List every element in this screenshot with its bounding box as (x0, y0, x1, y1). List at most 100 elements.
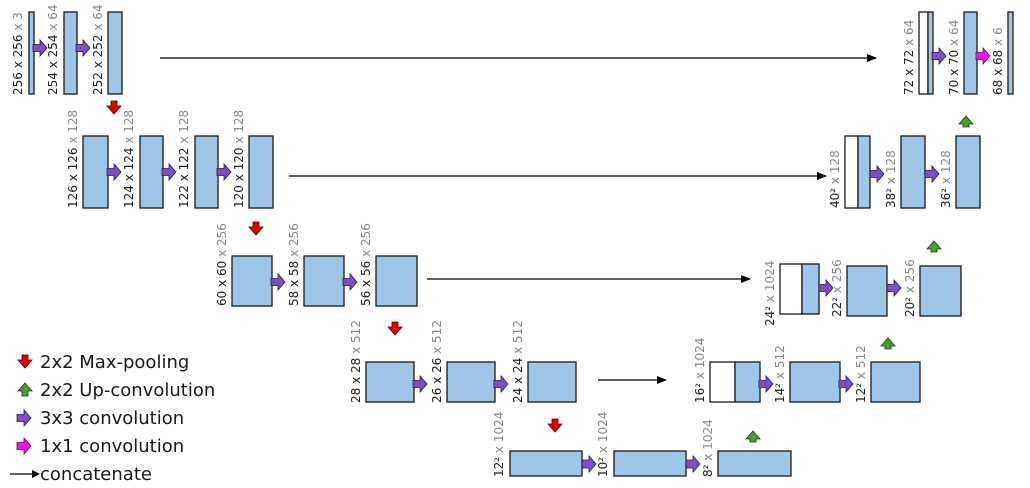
up-convolution-arrow-icon (745, 430, 761, 443)
feature-map-block (955, 135, 981, 209)
feature-map-label: 12² x 512 (854, 345, 868, 403)
feature-map-block (63, 11, 78, 95)
feature-map-label: 56 x 56 x 256 (359, 223, 373, 306)
feature-map-block (107, 11, 123, 95)
feature-map-block (857, 135, 871, 209)
feature-map-label: 22² x 256 (830, 259, 844, 317)
conv3x3-arrow-icon (161, 162, 177, 182)
feature-map-label: 40² x 128 (828, 150, 842, 208)
conv3x3-arrow-icon (924, 164, 940, 184)
conv3x3-arrow-icon (685, 454, 701, 474)
legend-item: 1x1 convolution (10, 432, 215, 460)
feature-map-block (28, 11, 35, 95)
feature-map-block (717, 450, 792, 477)
feature-map-block (139, 135, 164, 209)
conv3x3-arrow-icon (493, 374, 509, 394)
conv1x1-arrow-icon (975, 46, 991, 66)
feature-map-label: 256 x 256 x 3 (11, 12, 25, 95)
legend-item: 3x3 convolution (10, 404, 215, 432)
feature-map-block (734, 361, 761, 403)
conv3x3-arrow-icon (869, 164, 885, 184)
conv3x3-arrow-icon (75, 38, 91, 58)
feature-map-block (446, 361, 496, 403)
feature-map-label: 10² x 1024 (596, 412, 610, 477)
conv3x3-arrow-icon (931, 46, 947, 66)
legend-label: 3x3 convolution (40, 407, 185, 429)
feature-map-block (194, 135, 219, 209)
feature-map-block (846, 265, 888, 317)
copied-feature-map-block (709, 361, 736, 403)
feature-map-label: 126 x 126 x 128 (66, 110, 80, 208)
feature-map-label: 24² x 1024 (763, 261, 777, 326)
max-pooling-arrow-icon (248, 221, 264, 236)
max-pooling-arrow-icon (387, 321, 403, 336)
feature-map-block (870, 361, 921, 403)
conv3x3-arrow-icon (32, 38, 48, 58)
feature-map-label: 36² x 128 (939, 150, 953, 208)
feature-map-block (919, 265, 962, 317)
feature-map-label: 16² x 1024 (693, 338, 707, 403)
conv3x3-arrow-icon (758, 374, 774, 394)
legend-label: 2x2 Max-pooling (40, 351, 190, 373)
conv3x3-arrow-icon (886, 278, 902, 298)
feature-map-block (527, 361, 577, 403)
copied-feature-map-block (779, 263, 803, 315)
feature-map-label: 72 x 72 x 64 (902, 20, 916, 95)
conv3x3-arrow-icon (216, 162, 232, 182)
legend-label: 1x1 convolution (40, 435, 185, 457)
copied-feature-map-block (844, 135, 859, 209)
feature-map-label: 26 x 26 x 512 (430, 320, 444, 403)
legend-item: 2x2 Up-convolution (10, 376, 215, 404)
red-down-arrow-icon (17, 354, 33, 369)
feature-map-block (613, 450, 687, 477)
legend: 2x2 Max-pooling 2x2 Up-convolution 3x3 c… (10, 348, 215, 488)
purple-right-arrow-icon (16, 408, 32, 428)
feature-map-label: 254 x 254 x 64 (46, 4, 60, 95)
feature-map-block (82, 135, 109, 209)
feature-map-block (365, 361, 415, 403)
feature-map-label: 28 x 28 x 512 (349, 320, 363, 403)
feature-map-label: 8² x 1024 (701, 419, 715, 477)
legend-label: 2x2 Up-convolution (40, 379, 216, 401)
feature-map-block (509, 450, 583, 477)
feature-map-label: 122 x 122 x 128 (177, 110, 191, 208)
feature-map-label: 60 x 60 x 256 (215, 223, 229, 306)
feature-map-label: 252 x 252 x 64 (91, 4, 105, 95)
copied-feature-map-block (918, 11, 929, 95)
feature-map-block (248, 135, 274, 209)
feature-map-label: 12² x 1024 (492, 412, 506, 477)
magenta-right-arrow-icon (16, 436, 32, 456)
legend-label: concatenate (40, 463, 152, 485)
feature-map-block (231, 255, 273, 307)
legend-item: concatenate (10, 460, 215, 488)
feature-map-block (900, 135, 926, 209)
feature-map-label: 70 x 70 x 64 (947, 20, 961, 95)
conv3x3-arrow-icon (581, 454, 597, 474)
feature-map-label: 58 x 58 x 256 (287, 223, 301, 306)
legend-item: 2x2 Max-pooling (10, 348, 215, 376)
conv3x3-arrow-icon (342, 272, 358, 292)
feature-map-label: 68 x 68 x 6 (991, 27, 1005, 95)
max-pooling-arrow-icon (106, 100, 122, 115)
up-convolution-arrow-icon (926, 240, 942, 253)
feature-map-block (303, 255, 345, 307)
feature-map-block (375, 255, 418, 307)
black-arrow-icon (10, 470, 40, 478)
conv3x3-arrow-icon (270, 272, 286, 292)
feature-map-label: 20² x 256 (903, 259, 917, 317)
feature-map-label: 24 x 24 x 512 (511, 320, 525, 403)
conv3x3-arrow-icon (106, 162, 122, 182)
up-convolution-arrow-icon (958, 115, 974, 128)
feature-map-label: 120 x 120 x 128 (232, 110, 246, 208)
conv3x3-arrow-icon (838, 374, 854, 394)
feature-map-label: 14² x 512 (773, 345, 787, 403)
conv3x3-arrow-icon (818, 278, 834, 298)
feature-map-block (789, 361, 841, 403)
feature-map-label: 124 x 124 x 128 (122, 110, 136, 208)
max-pooling-arrow-icon (547, 418, 563, 433)
feature-map-label: 38² x 128 (884, 150, 898, 208)
up-convolution-arrow-icon (880, 337, 896, 350)
green-up-arrow-icon (17, 382, 33, 397)
feature-map-block (963, 11, 978, 95)
